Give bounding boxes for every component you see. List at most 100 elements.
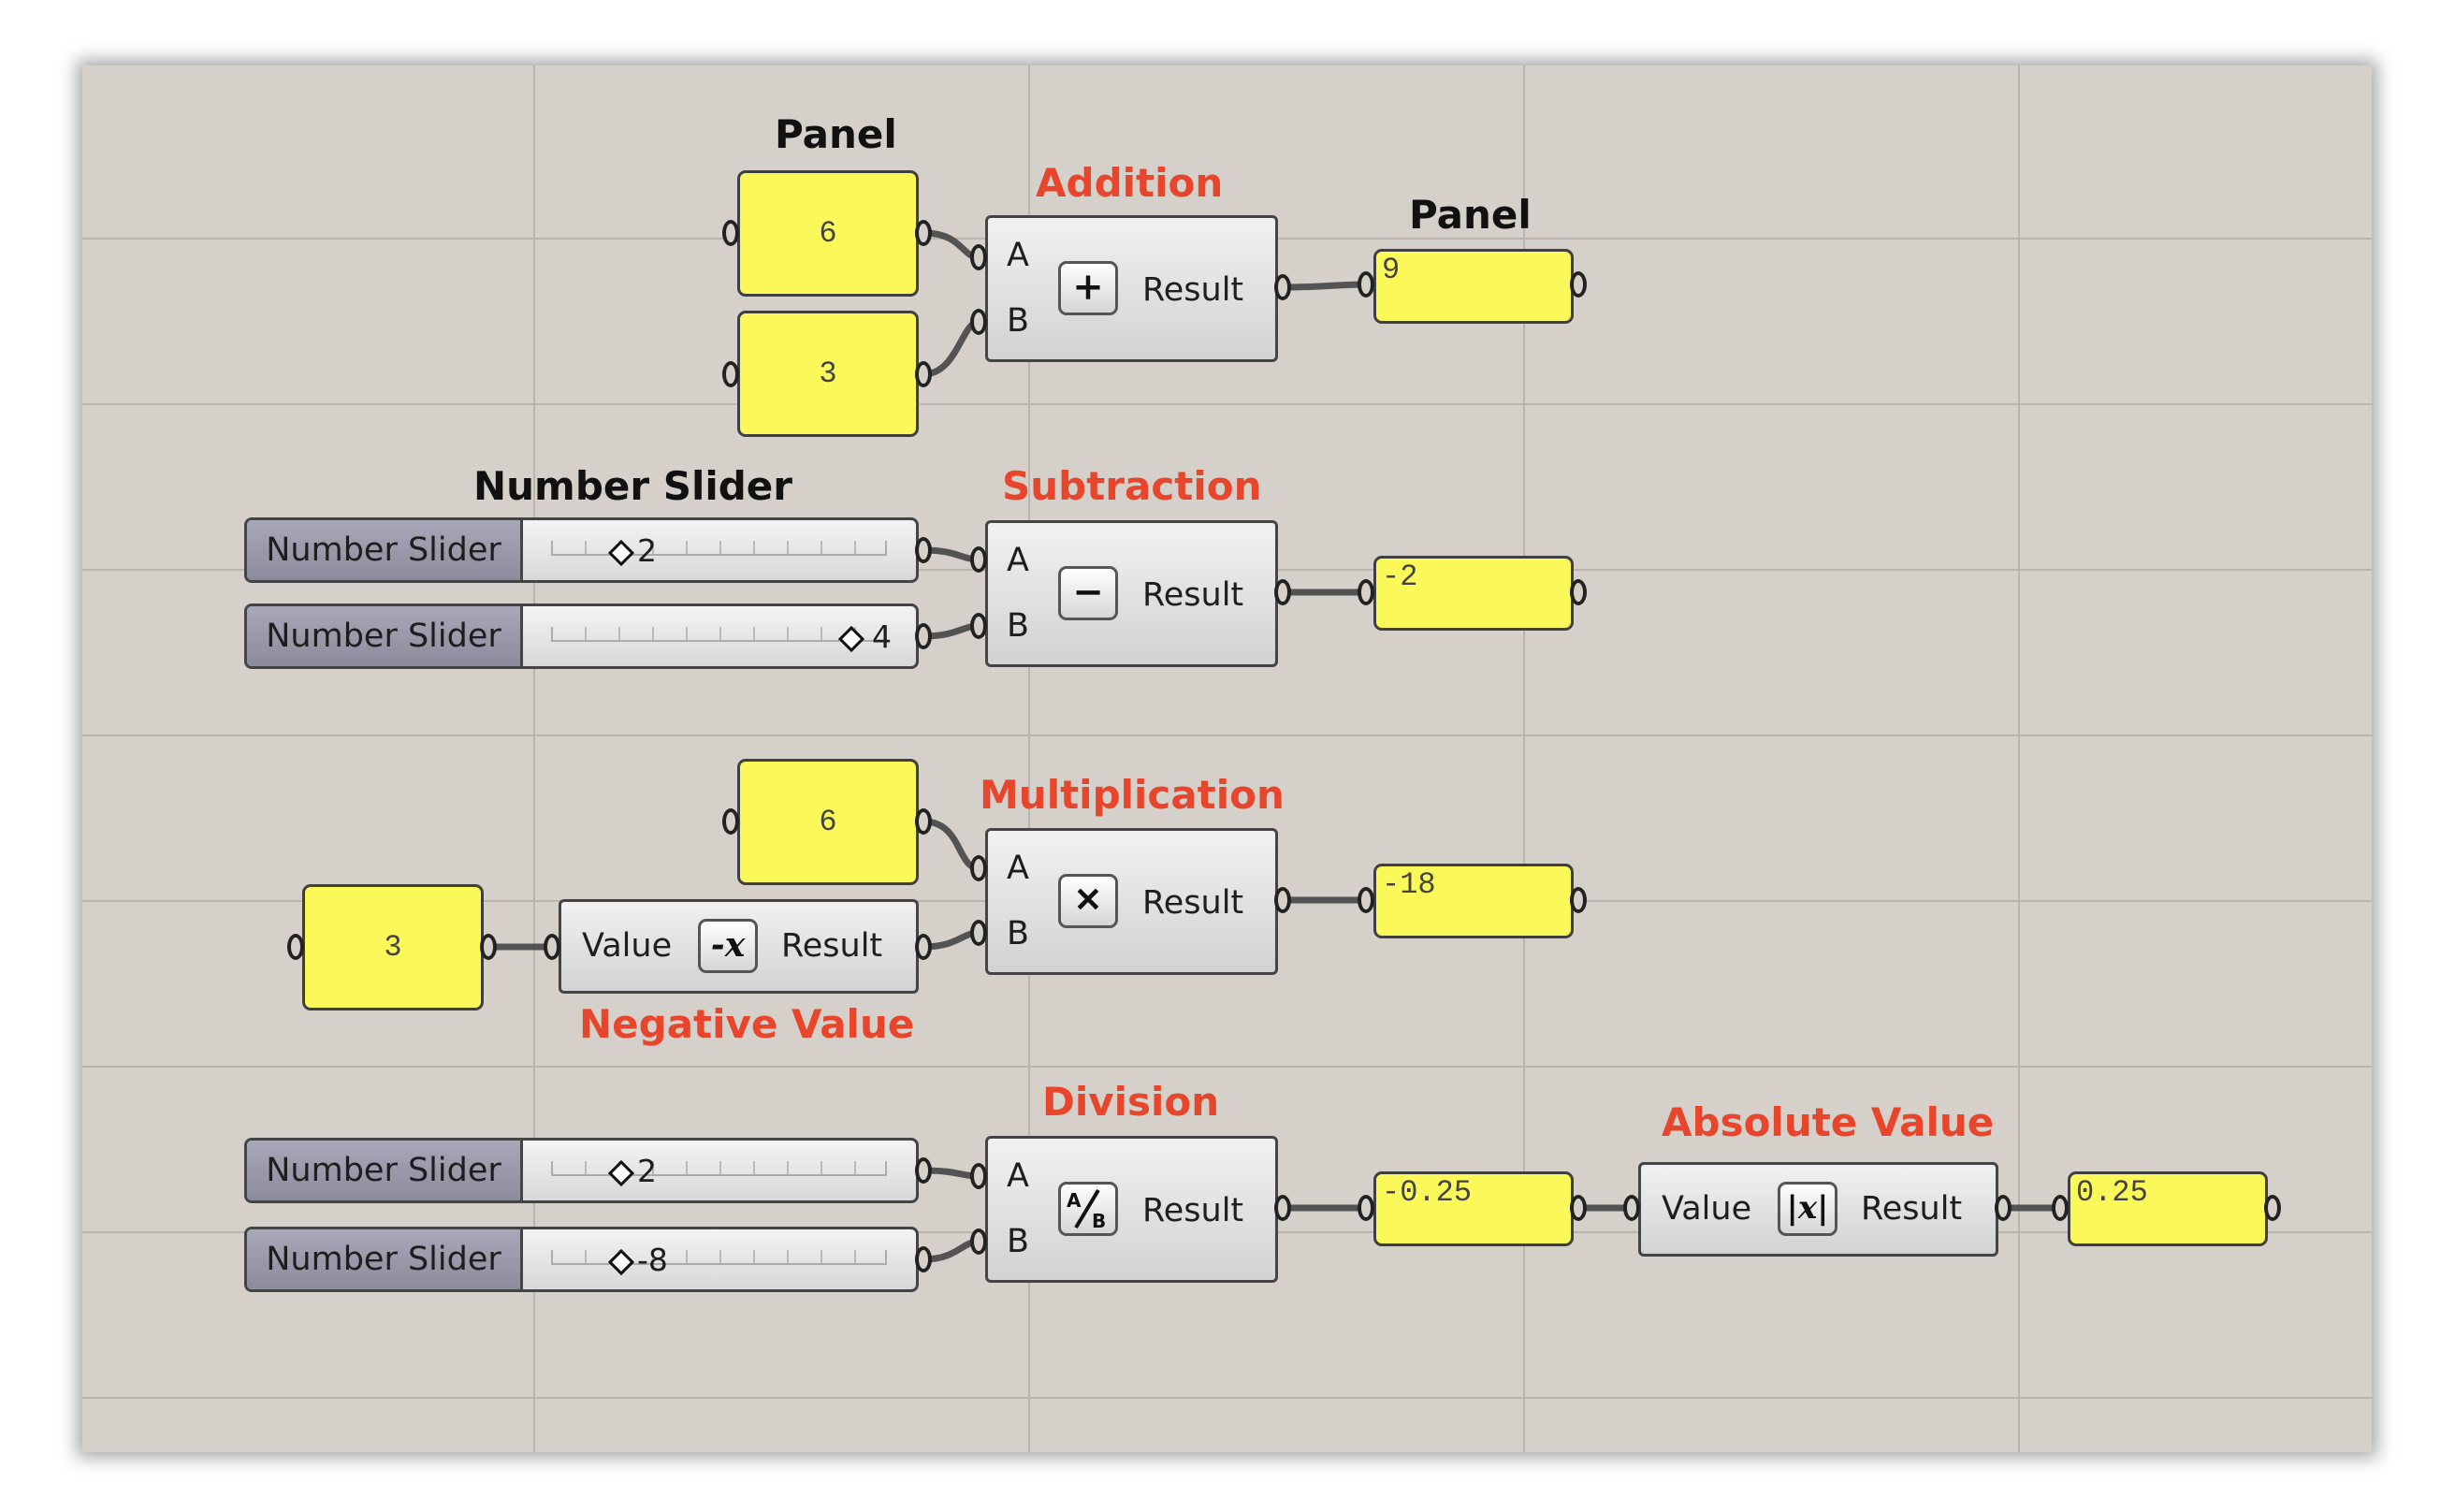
number-slider[interactable]: Number Slider 4 xyxy=(244,603,919,669)
negative-component[interactable]: Value -x Result xyxy=(559,899,919,994)
slider-track[interactable] xyxy=(551,1250,887,1265)
input-a-label[interactable]: A xyxy=(1007,542,1029,579)
input-port[interactable] xyxy=(544,934,560,960)
panel-value[interactable]: 3 xyxy=(384,929,402,965)
grasshopper-canvas[interactable]: Panel Addition Panel Number Slider Subtr… xyxy=(82,65,2372,1452)
slider-track[interactable] xyxy=(551,1161,887,1176)
panel-value[interactable]: -0.25 xyxy=(1382,1175,1473,1210)
panel-input-port[interactable] xyxy=(722,220,739,246)
plus-icon: + xyxy=(1058,261,1118,315)
grid-line xyxy=(82,403,2372,405)
slider-output-port[interactable] xyxy=(915,1157,932,1184)
input-port-b[interactable] xyxy=(970,920,987,946)
panel-value[interactable]: 6 xyxy=(819,804,837,839)
absolute-component[interactable]: Value |x| Result xyxy=(1638,1162,1998,1257)
input-value-label[interactable]: Value xyxy=(582,927,673,965)
output-port[interactable] xyxy=(915,934,932,960)
panel-output-port[interactable] xyxy=(915,361,932,387)
absolute-icon: |x| xyxy=(1778,1182,1837,1236)
panel-input-port[interactable] xyxy=(1358,271,1374,298)
output-result-label[interactable]: Result xyxy=(781,927,883,965)
multiplication-component[interactable]: A B ✕ Result xyxy=(985,828,1278,975)
number-slider[interactable]: Number Slider -8 xyxy=(244,1227,919,1292)
input-port-a[interactable] xyxy=(970,855,987,881)
panel-mul-a[interactable]: 6 xyxy=(737,759,919,885)
output-port[interactable] xyxy=(1274,274,1291,300)
slider-output-port[interactable] xyxy=(915,623,932,649)
input-value-label[interactable]: Value xyxy=(1662,1190,1752,1228)
output-port[interactable] xyxy=(1274,579,1291,605)
negative-icon: -x xyxy=(698,919,758,973)
slider-name[interactable]: Number Slider xyxy=(247,520,523,580)
panel-output-port[interactable] xyxy=(480,934,497,960)
grid-line xyxy=(533,65,535,1452)
output-result-label[interactable]: Result xyxy=(1861,1190,1963,1228)
input-port-a[interactable] xyxy=(970,1163,987,1189)
panel-abs-result[interactable]: 0.25 xyxy=(2068,1171,2268,1246)
subtraction-component[interactable]: A B − Result xyxy=(985,520,1278,667)
panel-input-port[interactable] xyxy=(1358,887,1374,913)
number-slider[interactable]: Number Slider 2 xyxy=(244,517,919,583)
slider-name[interactable]: Number Slider xyxy=(247,1229,523,1289)
output-result-label[interactable]: Result xyxy=(1142,271,1244,309)
input-a-label[interactable]: A xyxy=(1007,237,1029,274)
minus-icon: − xyxy=(1058,566,1118,620)
panel-value[interactable]: 0.25 xyxy=(2076,1175,2148,1210)
slider-output-port[interactable] xyxy=(915,1246,932,1272)
slider-name[interactable]: Number Slider xyxy=(247,1141,523,1200)
slider-value: 2 xyxy=(637,1153,657,1189)
input-port-a[interactable] xyxy=(970,244,987,270)
panel-value[interactable]: 6 xyxy=(819,215,837,251)
panel-input-port[interactable] xyxy=(722,361,739,387)
input-port-a[interactable] xyxy=(970,546,987,573)
panel-add-a[interactable]: 6 xyxy=(737,170,919,297)
panel-mul-result[interactable]: -18 xyxy=(1373,864,1574,938)
panel-value[interactable]: -18 xyxy=(1382,867,1436,902)
input-port[interactable] xyxy=(1623,1195,1640,1221)
panel-output-port[interactable] xyxy=(1570,1195,1587,1221)
panel-add-b[interactable]: 3 xyxy=(737,311,919,437)
input-port-b[interactable] xyxy=(970,309,987,335)
output-result-label[interactable]: Result xyxy=(1142,1192,1244,1229)
panel-input-port[interactable] xyxy=(1358,579,1374,605)
panel-value[interactable]: 9 xyxy=(1382,253,1401,287)
panel-input-port[interactable] xyxy=(722,808,739,835)
panel-add-result[interactable]: 9 xyxy=(1373,249,1574,324)
panel-neg-input[interactable]: 3 xyxy=(302,884,484,1010)
panel-output-port[interactable] xyxy=(915,220,932,246)
wires xyxy=(485,229,2063,1263)
slider-name[interactable]: Number Slider xyxy=(247,606,523,666)
panel-input-port[interactable] xyxy=(287,934,304,960)
addition-component[interactable]: A B + Result xyxy=(985,215,1278,362)
input-port-b[interactable] xyxy=(970,1228,987,1255)
panel-div-result[interactable]: -0.25 xyxy=(1373,1171,1574,1246)
panel-input-port[interactable] xyxy=(2052,1195,2069,1221)
output-port[interactable] xyxy=(1274,1195,1291,1221)
panel-output-port[interactable] xyxy=(915,808,932,835)
output-port[interactable] xyxy=(1995,1195,2012,1221)
input-b-label[interactable]: B xyxy=(1007,302,1030,340)
panel-input-port[interactable] xyxy=(1358,1195,1374,1221)
slider-output-port[interactable] xyxy=(915,537,932,563)
input-a-label[interactable]: A xyxy=(1007,850,1029,887)
slider-track[interactable] xyxy=(551,541,887,556)
panel-value[interactable]: -2 xyxy=(1382,560,1418,594)
input-a-label[interactable]: A xyxy=(1007,1157,1029,1195)
panel-output-port[interactable] xyxy=(1570,579,1587,605)
output-result-label[interactable]: Result xyxy=(1142,884,1244,922)
input-b-label[interactable]: B xyxy=(1007,607,1030,645)
number-slider[interactable]: Number Slider 2 xyxy=(244,1138,919,1203)
slider-track[interactable] xyxy=(551,627,887,642)
input-port-b[interactable] xyxy=(970,613,987,639)
panel-output-port[interactable] xyxy=(1570,271,1587,298)
wire xyxy=(920,318,982,378)
panel-output-port[interactable] xyxy=(2264,1195,2281,1221)
input-b-label[interactable]: B xyxy=(1007,915,1030,952)
panel-output-port[interactable] xyxy=(1570,887,1587,913)
output-port[interactable] xyxy=(1274,887,1291,913)
input-b-label[interactable]: B xyxy=(1007,1223,1030,1260)
output-result-label[interactable]: Result xyxy=(1142,576,1244,614)
panel-value[interactable]: 3 xyxy=(819,356,837,391)
panel-sub-result[interactable]: -2 xyxy=(1373,556,1574,631)
division-component[interactable]: A B A B Result xyxy=(985,1136,1278,1283)
